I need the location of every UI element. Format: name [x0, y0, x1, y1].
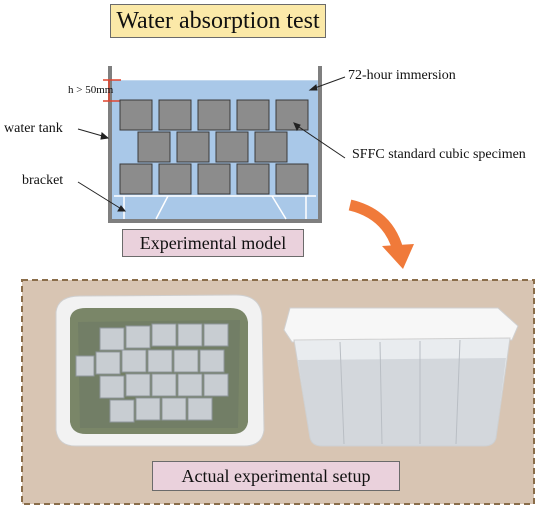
immersion-leader	[311, 76, 346, 90]
diagram-title: Water absorption test	[110, 4, 326, 38]
experimental-model-caption: Experimental model	[122, 229, 304, 257]
water-tank-label: water tank	[4, 121, 63, 136]
bracket-leader	[77, 181, 124, 211]
specimen-leader-arrowhead	[293, 122, 301, 132]
immersion-label: 72-hour immersion	[348, 68, 456, 83]
tub-with-specimens-photo	[55, 294, 265, 447]
specimen-leader	[295, 124, 346, 159]
immersion-leader-arrowhead	[308, 84, 318, 91]
bracket-leader-arrowhead	[117, 205, 127, 212]
height-label: h > 50mm	[68, 84, 114, 96]
water-tank	[108, 66, 322, 223]
height-marker	[103, 79, 121, 102]
empty-tank-photo	[283, 307, 519, 447]
bracket	[114, 195, 316, 220]
bracket-label: bracket	[22, 173, 64, 188]
curved-arrow	[348, 199, 414, 269]
tank-leader-arrowhead	[100, 132, 110, 140]
specimen-grid	[119, 99, 309, 195]
actual-setup-caption: Actual experimental setup	[152, 461, 400, 491]
specimen-label: SFFC standard cubic specimen	[352, 147, 526, 162]
